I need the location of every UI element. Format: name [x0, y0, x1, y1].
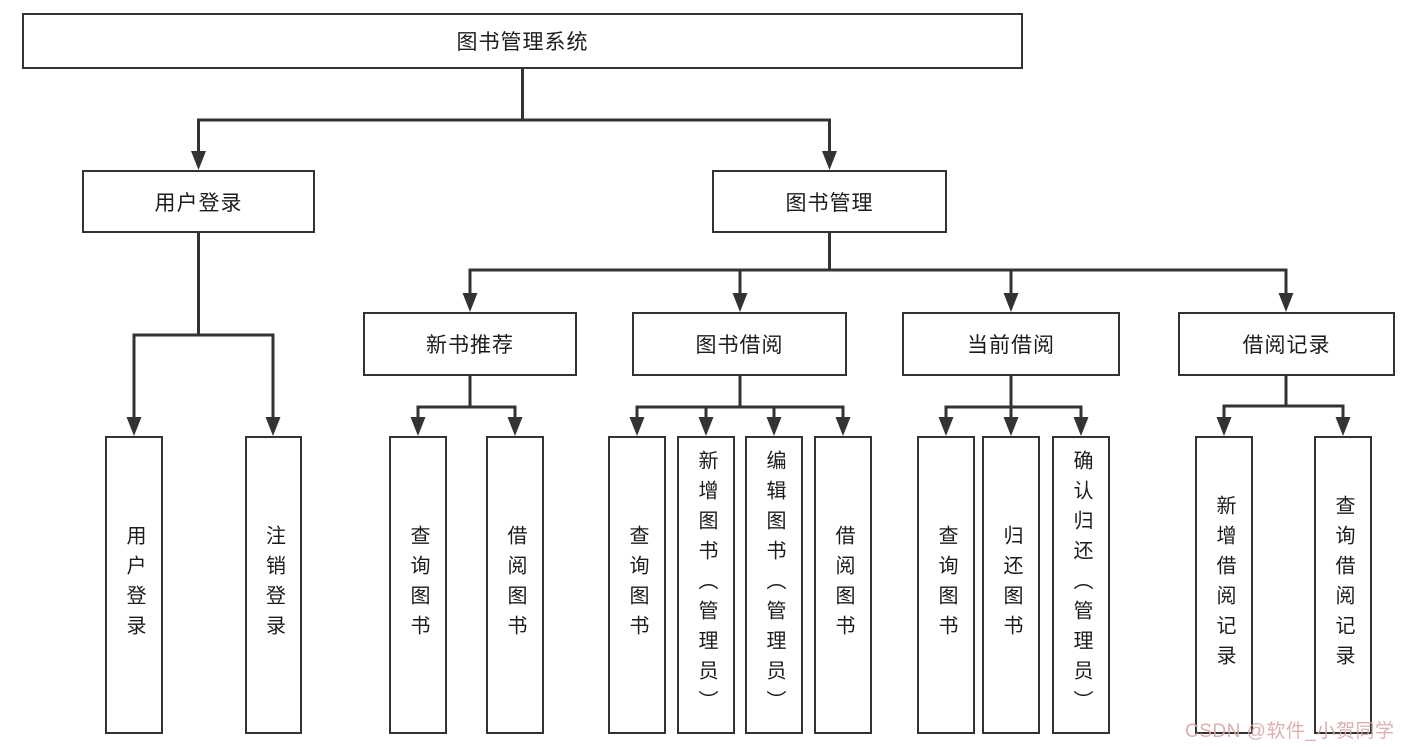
leaf-query-books-borrow-label: 查询图书	[626, 525, 648, 645]
node-user-login-label: 用户登录	[154, 190, 243, 215]
leaf-add-borrow-record: 新增借阅记录	[1195, 436, 1253, 734]
leaf-add-borrow-record-label: 新增借阅记录	[1213, 495, 1235, 675]
leaf-query-books-borrow: 查询图书	[608, 436, 666, 734]
node-borrowing-records: 借阅记录	[1178, 312, 1395, 376]
leaf-query-books-recommend: 查询图书	[389, 436, 447, 734]
connector-book-mgmt-to-level3	[462, 233, 1294, 312]
leaf-query-books-recommend-label: 查询图书	[407, 525, 429, 645]
connector-book-borrow-to-leaves	[629, 376, 851, 436]
leaf-edit-books-admin: 编辑图书（管理员）	[745, 436, 803, 734]
node-root: 图书管理系统	[22, 13, 1023, 69]
csdn-watermark: CSDN @软件_小贺同学	[1185, 721, 1395, 742]
node-book-borrowing: 图书借阅	[632, 312, 847, 376]
leaf-query-books-current-label: 查询图书	[935, 525, 957, 645]
node-current-borrowing: 当前借阅	[902, 312, 1120, 376]
leaf-borrow-books-recommend-label: 借阅图书	[504, 525, 526, 645]
connector-root-to-level2	[191, 69, 837, 170]
node-book-management-label: 图书管理	[785, 190, 874, 215]
node-new-book-recommendation: 新书推荐	[363, 312, 577, 376]
connector-new-book-rec-to-leaves	[410, 376, 523, 436]
leaf-confirm-return-admin-label: 确认归还（管理员）	[1070, 450, 1092, 720]
leaf-borrow-books: 借阅图书	[814, 436, 872, 734]
leaf-return-books-label: 归还图书	[1000, 525, 1022, 645]
leaf-edit-books-admin-label: 编辑图书（管理员）	[763, 450, 785, 720]
node-new-book-recommendation-label: 新书推荐	[426, 333, 514, 357]
leaf-confirm-return-admin: 确认归还（管理员）	[1052, 436, 1110, 734]
node-current-borrowing-label: 当前借阅	[967, 333, 1055, 357]
connector-borrow-record-to-leaves	[1216, 376, 1351, 436]
node-user-login: 用户登录	[82, 170, 315, 233]
connector-current-borrow-to-leaves	[938, 376, 1089, 436]
leaf-query-borrow-record-label: 查询借阅记录	[1332, 495, 1354, 675]
leaf-user-login: 用户登录	[105, 436, 163, 734]
leaf-logout-label: 注销登录	[262, 525, 285, 645]
connector-user-login-to-leaves	[126, 233, 281, 436]
node-book-borrowing-label: 图书借阅	[695, 333, 784, 357]
leaf-borrow-books-label: 借阅图书	[832, 525, 854, 645]
leaf-borrow-books-recommend: 借阅图书	[486, 436, 544, 734]
leaf-query-borrow-record: 查询借阅记录	[1314, 436, 1372, 734]
node-borrowing-records-label: 借阅记录	[1242, 333, 1331, 357]
leaf-add-books-admin: 新增图书（管理员）	[677, 436, 735, 734]
leaf-add-books-admin-label: 新增图书（管理员）	[695, 450, 717, 720]
leaf-query-books-current: 查询图书	[917, 436, 975, 734]
node-book-management: 图书管理	[712, 170, 947, 233]
node-root-label: 图书管理系统	[456, 30, 589, 54]
leaf-return-books: 归还图书	[982, 436, 1040, 734]
leaf-user-login-label: 用户登录	[123, 525, 145, 645]
leaf-logout: 注销登录	[245, 436, 302, 734]
